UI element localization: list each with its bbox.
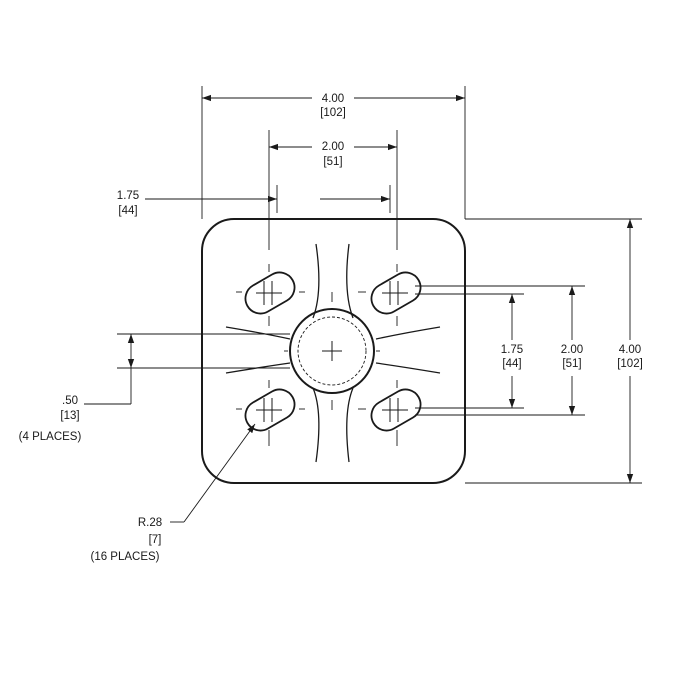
- overall-width-metric: [102]: [320, 107, 346, 119]
- radius-callout: R.28 [7] (16 PLACES): [90, 423, 256, 563]
- slot-centers-v-value: 1.75: [501, 344, 523, 356]
- slot-top-left: [244, 271, 296, 315]
- dim-slot-width: .50 [13] (4 PLACES): [19, 333, 290, 443]
- dim-slot-spacing-horizontal: 2.00 [51]: [268, 130, 397, 185]
- slot-top-right: [370, 271, 422, 315]
- dim-overall-height: 4.00 [102]: [465, 218, 643, 484]
- slot-bottom-left: [244, 388, 296, 432]
- dim-slot-centers-horizontal: 1.75 [44]: [117, 185, 391, 217]
- slot-width-value: .50: [62, 395, 78, 407]
- slot-center-lines: [236, 130, 398, 446]
- slot-spacing-v-metric: [51]: [562, 358, 581, 370]
- slot-spacing-h-value: 2.00: [322, 141, 344, 153]
- slot-centers-h-metric: [44]: [118, 205, 137, 217]
- slot-width-qty: (4 PLACES): [19, 431, 82, 443]
- overall-height-metric: [102]: [617, 358, 643, 370]
- radius-qty: (16 PLACES): [90, 551, 159, 563]
- slot-width-metric: [13]: [60, 410, 79, 422]
- curved-grooves: [225, 243, 441, 463]
- slot-spacing-v-value: 2.00: [561, 344, 583, 356]
- dim-slot-spacing-vertical: 2.00 [51]: [415, 285, 585, 416]
- plate-outline: [201, 218, 466, 484]
- slot-centers-h-value: 1.75: [117, 190, 139, 202]
- slot-bottom-right: [370, 388, 422, 432]
- radius-metric: [7]: [149, 534, 162, 546]
- slot-centers-v-metric: [44]: [502, 358, 521, 370]
- dim-slot-centers-vertical: 1.75 [44]: [415, 293, 524, 409]
- dim-overall-width: 4.00 [102]: [201, 86, 466, 219]
- center-boss: [284, 292, 380, 410]
- overall-height-value: 4.00: [619, 344, 641, 356]
- slot-spacing-h-metric: [51]: [323, 156, 342, 168]
- radius-value: R.28: [138, 517, 162, 529]
- overall-width-value: 4.00: [322, 93, 344, 105]
